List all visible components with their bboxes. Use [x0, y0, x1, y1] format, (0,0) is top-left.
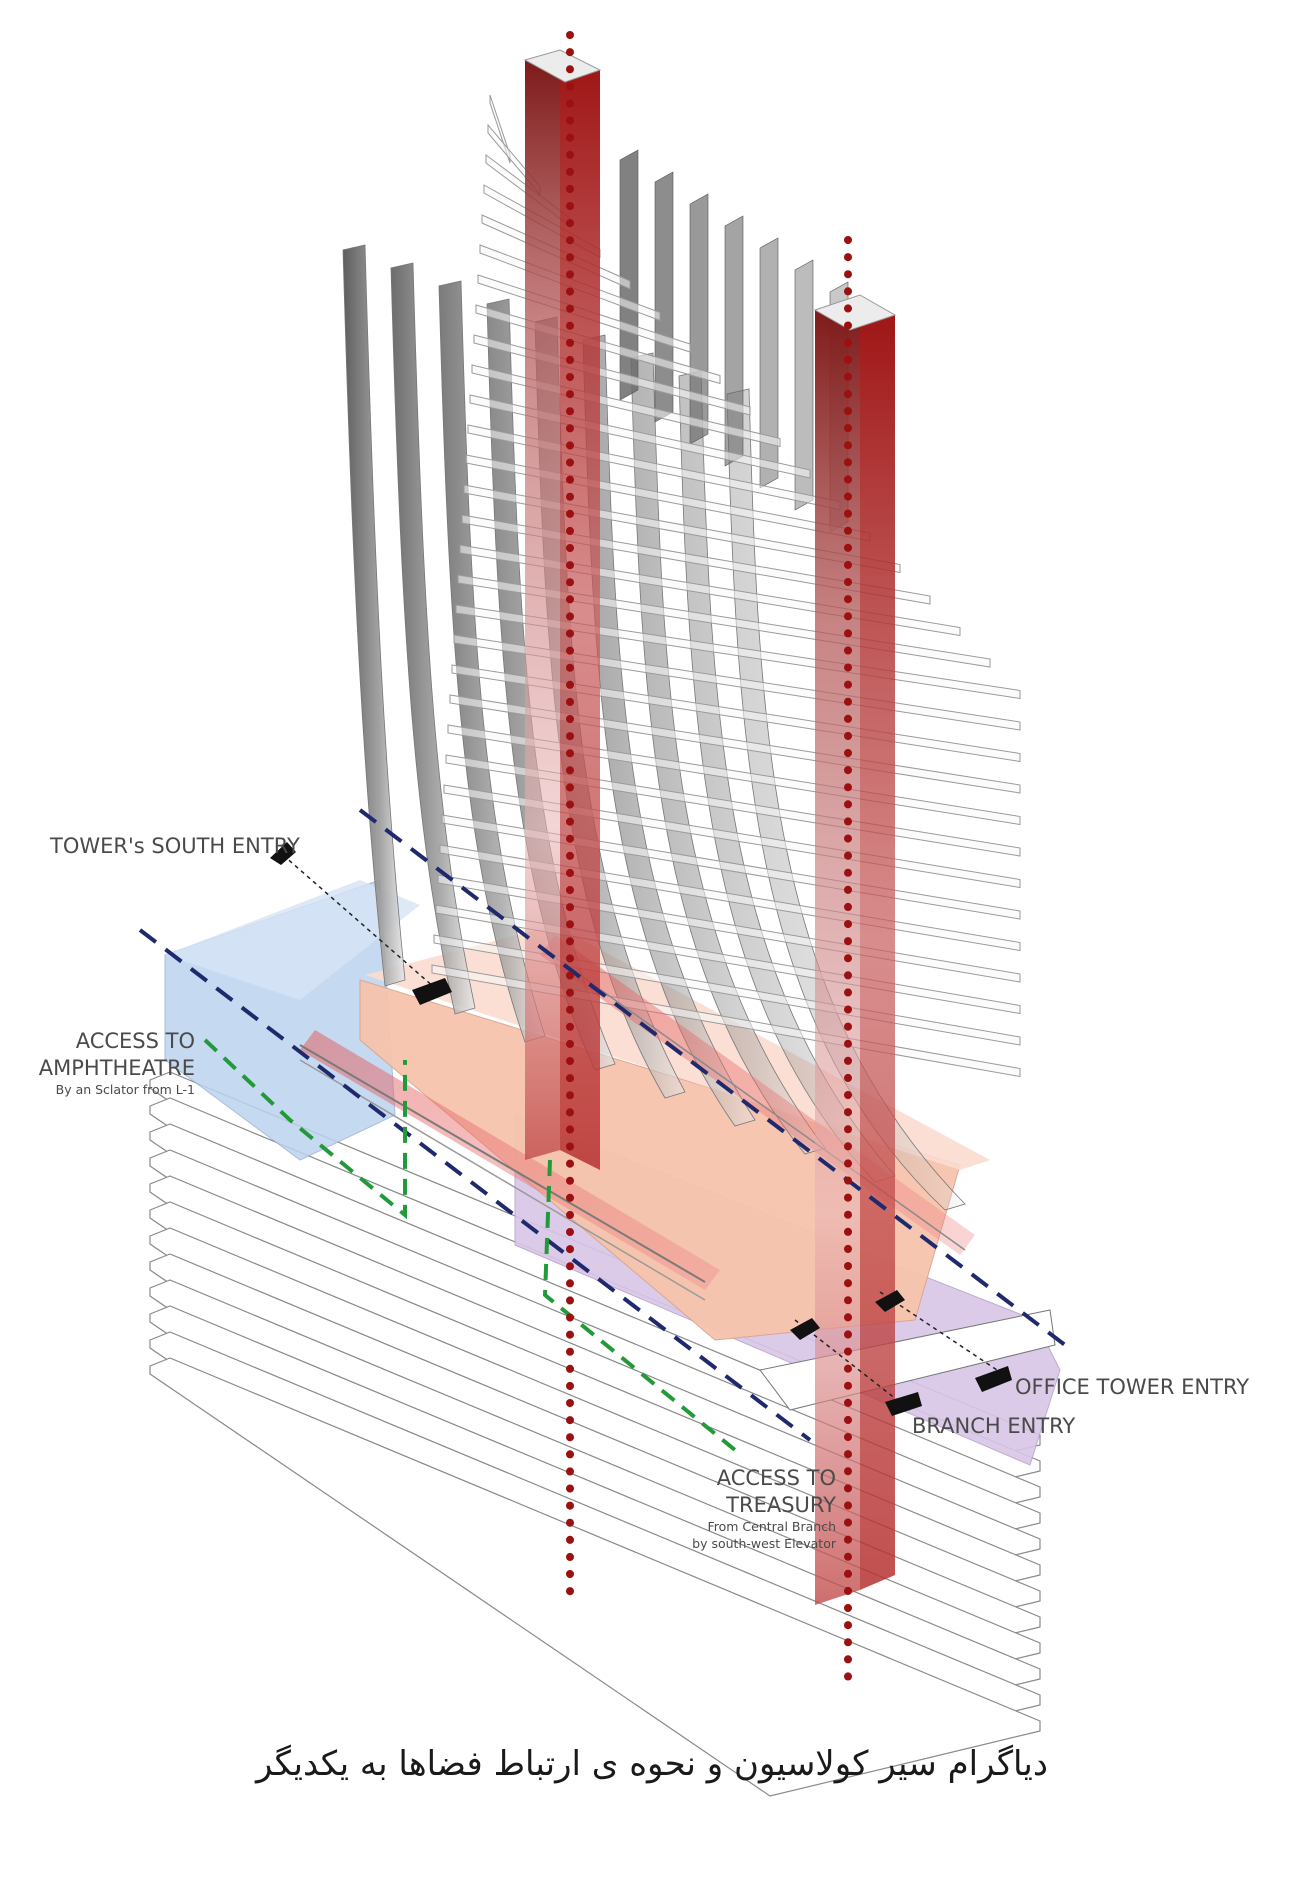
- branch-entry-arrow-in: [885, 1392, 922, 1416]
- navy-axis-south: [138, 928, 812, 1442]
- office-entry-arrow-in: [975, 1366, 1012, 1392]
- annotation-labels: TOWER's SOUTH ENTRY ACCESS TO AMPHTHEATR…: [39, 834, 1249, 1551]
- base-slab: [149, 1357, 1041, 1797]
- tower-fin: [390, 262, 476, 1015]
- upper-fin: [689, 193, 709, 445]
- green-path-amphitheatre: [203, 1038, 407, 1220]
- entry-arrows: [270, 842, 1012, 1416]
- office-entry-arrow-out: [875, 1290, 905, 1312]
- amphitheatre-label-line2: AMPHTHEATRE: [39, 1056, 195, 1080]
- treasury-sublabel-1: From Central Branch: [707, 1519, 836, 1534]
- south-entry-arrow-out: [270, 842, 296, 865]
- navy-axis-north: [358, 808, 1067, 1347]
- green-path-treasury: [542, 1159, 737, 1452]
- treasury-label-line2: TREASURY: [725, 1493, 836, 1517]
- south-entry-arrow-in: [412, 978, 452, 1005]
- upper-fin: [759, 237, 779, 489]
- branch-entry-label: BRANCH ENTRY: [912, 1414, 1075, 1438]
- treasury-label-line1: ACCESS TO: [717, 1466, 836, 1490]
- elevator-axes: [566, 31, 852, 1694]
- vertical-core-east: [813, 294, 897, 1605]
- treasury-sublabel-2: by south-west Elevator: [692, 1536, 837, 1551]
- amphitheatre-label-line1: ACCESS TO: [76, 1029, 195, 1053]
- navy-axis-lines: [138, 808, 1067, 1442]
- south-entry-label: TOWER's SOUTH ENTRY: [49, 834, 300, 858]
- diagram-caption: دیاگرام سیر کولاسیون و نحوه ی ارتباط فضا…: [254, 1744, 1048, 1784]
- branch-entry-arrow-out: [790, 1318, 820, 1340]
- amphitheatre-top: [165, 880, 420, 1000]
- green-access-lines: [203, 1038, 737, 1452]
- vertical-core-west: [523, 49, 602, 1170]
- tower-fin: [342, 244, 406, 987]
- amphitheatre-sublabel: By an Sclator from L-1: [56, 1082, 195, 1097]
- office-entry-label: OFFICE TOWER ENTRY: [1015, 1375, 1249, 1399]
- upper-fin: [619, 149, 639, 401]
